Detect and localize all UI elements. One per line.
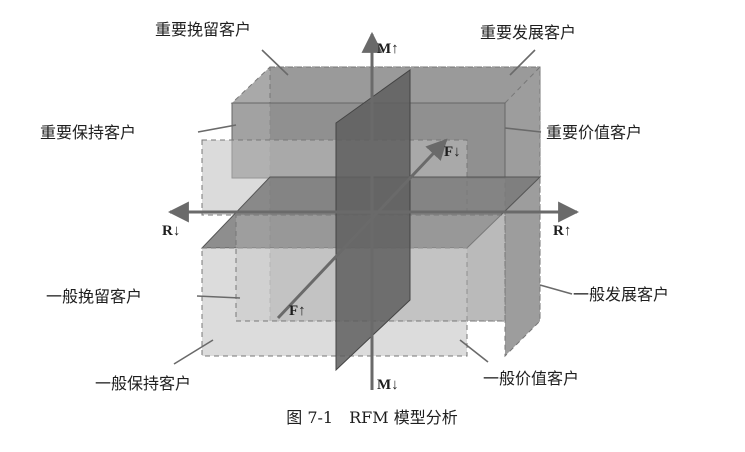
label-top-back-right: 重要发展客户 [480,23,576,42]
leader-bottom-front-right [459,339,489,363]
label-bottom-back-right: 一般发展客户 [573,285,669,304]
axes [167,31,580,390]
leader-top-front-left [197,124,237,133]
leader-bottom-back-left [196,295,241,299]
axis-label-r-down: R↓ [162,223,180,239]
leader-top-back-left [261,49,289,76]
label-top-front-left: 重要保持客户 [40,123,136,142]
leader-top-back-right [509,49,536,76]
label-bottom-front-left: 一般保持客户 [95,374,191,393]
leader-top-front-right [504,127,542,133]
leader-bottom-back-right [539,284,573,295]
label-top-front-right: 重要价值客户 [546,123,642,142]
figure-caption: 图 7-1 RFM 模型分析 [286,408,457,427]
axis-label-f-up: F↑ [289,303,306,319]
label-bottom-back-left: 一般挽留客户 [46,287,142,306]
f-axis [276,138,448,320]
axis-label-f-down: F↓ [444,144,461,160]
label-top-back-left: 重要挽留客户 [155,20,251,39]
front-lower-box [201,247,468,357]
leader-lines [173,49,573,365]
axis-label-m-up: M↑ [377,41,399,57]
axis-label-r-up: R↑ [553,223,571,239]
label-bottom-front-right: 一般价值客户 [483,369,579,388]
axis-label-m-down: M↓ [377,377,399,393]
leader-bottom-front-left [173,339,214,365]
